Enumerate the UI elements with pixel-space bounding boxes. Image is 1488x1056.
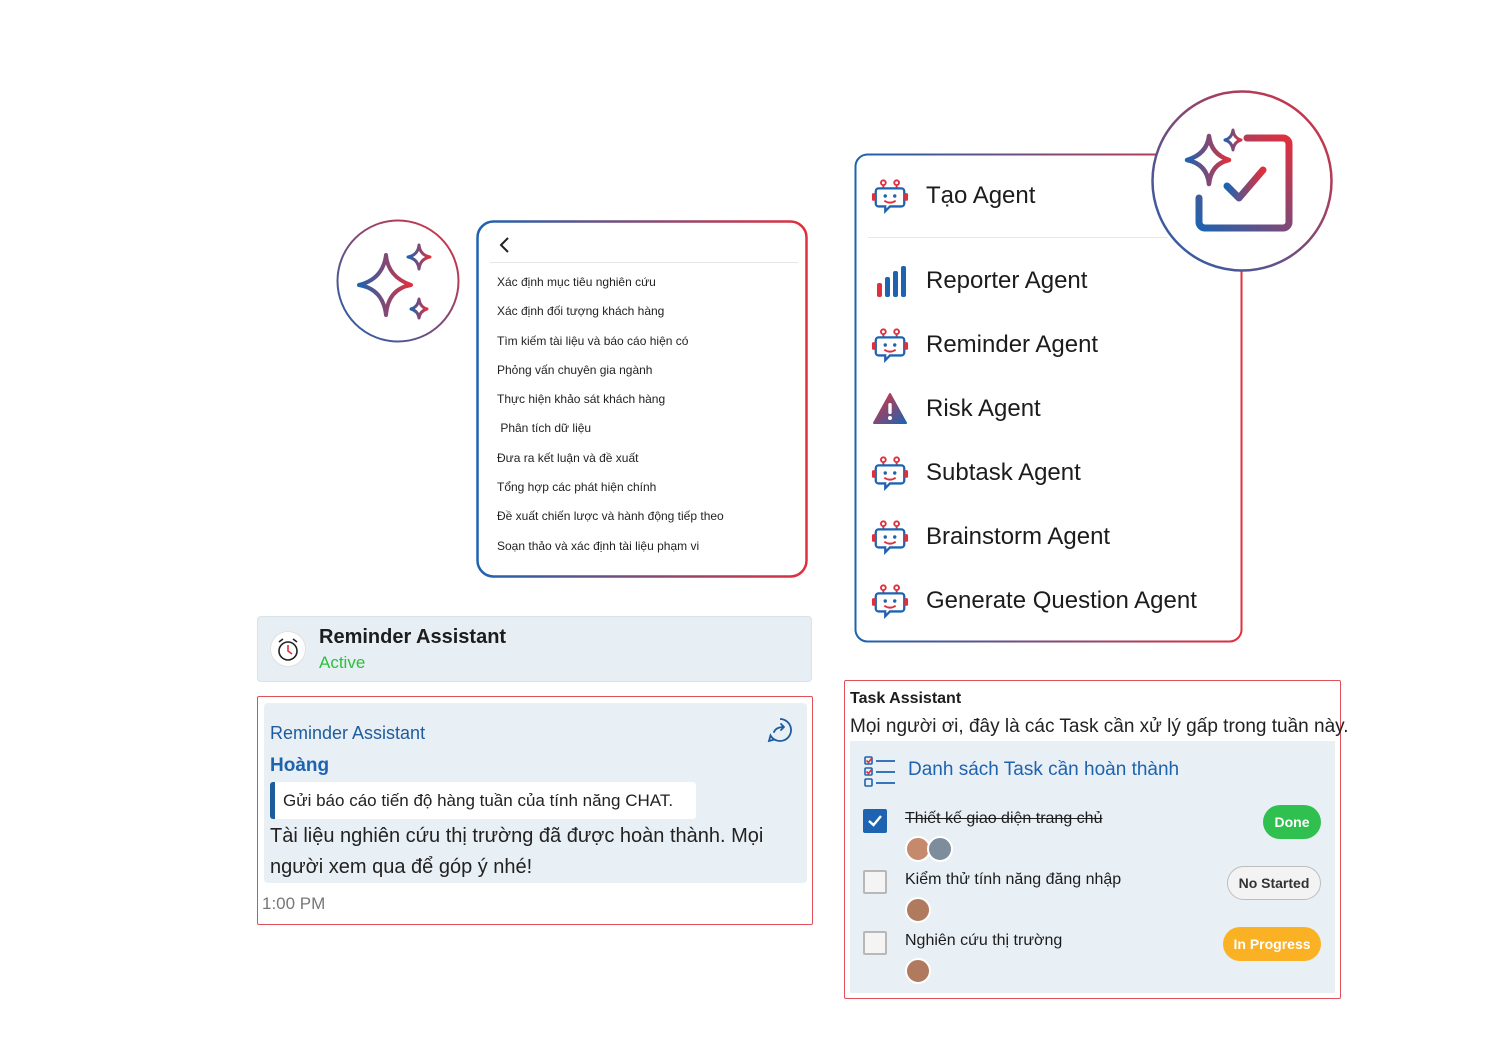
task-row: Thiết kế giao diện trang chủ Done xyxy=(863,805,1333,862)
robot-icon xyxy=(870,176,910,216)
task-checkbox[interactable] xyxy=(863,931,887,955)
task-row: Kiểm thử tính năng đăng nhập No Started xyxy=(863,866,1333,923)
assignees xyxy=(905,836,953,862)
step-item[interactable]: Phân tích dữ liệu xyxy=(497,421,592,436)
status-badge[interactable]: No Started xyxy=(1227,866,1321,900)
task-list-title: Danh sách Task cần hoàn thành xyxy=(908,759,1180,780)
robot-icon xyxy=(870,453,910,493)
message-body: Tài liệu nghiên cứu thị trường đã được h… xyxy=(270,825,764,878)
avatar xyxy=(905,836,931,862)
status-badge: Active xyxy=(319,653,366,672)
step-item[interactable]: Tìm kiếm tài liệu và báo cáo hiện có xyxy=(497,333,689,348)
sparkle-icon xyxy=(336,219,460,343)
check-icon xyxy=(868,815,882,827)
reminder-message: Reminder Assistant Hoàng Gửi báo cáo tiế… xyxy=(257,696,813,925)
task-name: Kiểm thử tính năng đăng nhập xyxy=(905,871,1122,888)
ai-sparkle-badge xyxy=(336,219,460,343)
status-badge[interactable]: Done xyxy=(1263,805,1321,839)
status-badge[interactable]: In Progress xyxy=(1223,927,1321,961)
reminder-assistant-header: Reminder Assistant Active xyxy=(257,616,812,682)
steps-list: Xác định mục tiêu nghiên cứu Xác định đố… xyxy=(497,272,724,565)
message-sender: Reminder Assistant xyxy=(270,723,426,743)
robot-icon xyxy=(870,517,910,557)
task-list-panel: Danh sách Task cần hoàn thành Thiết kế g… xyxy=(850,741,1335,993)
reply-icon xyxy=(767,718,792,743)
task-checkbox[interactable] xyxy=(863,870,887,894)
ai-task-badge xyxy=(1151,90,1333,272)
menu-item-reminder-agent[interactable]: Reminder Agent xyxy=(870,323,1098,367)
avatar xyxy=(927,836,953,862)
reply-button[interactable] xyxy=(767,717,793,743)
robot-icon xyxy=(870,581,910,621)
step-item[interactable]: Soạn thảo và xác định tài liệu phạm vi xyxy=(497,538,700,553)
steps-panel-border xyxy=(476,220,808,578)
step-item[interactable]: Phỏng vấn chuyên gia ngành xyxy=(497,362,653,377)
menu-item-generate-question-agent[interactable]: Generate Question Agent xyxy=(870,579,1197,623)
agent-menu: Tạo Agent Reporter Agent Reminder Agent … xyxy=(854,153,1244,644)
menu-item-risk-agent[interactable]: Risk Agent xyxy=(870,387,1041,431)
message-author: Hoàng xyxy=(270,755,330,776)
bar-chart-icon xyxy=(870,261,910,301)
assistant-name: Reminder Assistant xyxy=(319,626,507,648)
back-button[interactable] xyxy=(494,234,516,256)
menu-item-brainstorm-agent[interactable]: Brainstorm Agent xyxy=(870,515,1110,559)
assignees xyxy=(905,958,931,984)
task-row: Nghiên cứu thị trường In Progress xyxy=(863,927,1333,984)
message-timestamp: 1:00 PM xyxy=(262,894,326,913)
menu-item-tao-agent[interactable]: Tạo Agent xyxy=(870,174,1035,218)
step-item[interactable]: Tổng hợp các phát hiện chính xyxy=(497,480,657,495)
avatar xyxy=(270,631,306,667)
checklist-icon xyxy=(864,756,895,787)
step-item[interactable]: Xác định đối tượng khách hàng xyxy=(497,304,665,319)
menu-item-subtask-agent[interactable]: Subtask Agent xyxy=(870,451,1081,495)
assignees xyxy=(905,897,931,923)
agent-menu-border xyxy=(854,153,1243,643)
step-item[interactable]: Đưa ra kết luận và đề xuất xyxy=(497,450,639,465)
research-steps-panel: Xác định mục tiêu nghiên cứu Xác định đố… xyxy=(476,220,808,578)
step-item[interactable]: Thực hiện khảo sát khách hàng xyxy=(497,392,666,407)
step-item[interactable]: Xác định mục tiêu nghiên cứu xyxy=(497,275,656,289)
alarm-clock-icon xyxy=(278,638,298,661)
assistant-name: Task Assistant xyxy=(850,690,962,707)
task-name: Nghiên cứu thị trường xyxy=(905,932,1063,949)
menu-item-reporter-agent[interactable]: Reporter Agent xyxy=(870,259,1087,303)
task-assistant-card: Task Assistant Mọi người ơi, đây là các … xyxy=(844,680,1349,999)
message-bubble: Reminder Assistant Hoàng Gửi báo cáo tiế… xyxy=(264,703,807,883)
avatar xyxy=(905,897,931,923)
task-name: Thiết kế giao diện trang chủ xyxy=(905,810,1103,827)
chevron-left-icon xyxy=(499,237,509,253)
warning-icon xyxy=(870,389,910,429)
quoted-message: Gửi báo cáo tiến độ hàng tuần của tính n… xyxy=(270,782,696,819)
robot-icon xyxy=(870,325,910,365)
assistant-message: Mọi người ơi, đây là các Task cần xử lý … xyxy=(850,716,1349,737)
divider xyxy=(868,237,1168,238)
task-checkbox[interactable] xyxy=(863,809,887,833)
step-item[interactable]: Đề xuất chiến lược và hành động tiếp the… xyxy=(497,509,724,524)
checklist-sparkle-icon xyxy=(1151,90,1333,272)
divider xyxy=(490,262,798,263)
avatar xyxy=(905,958,931,984)
